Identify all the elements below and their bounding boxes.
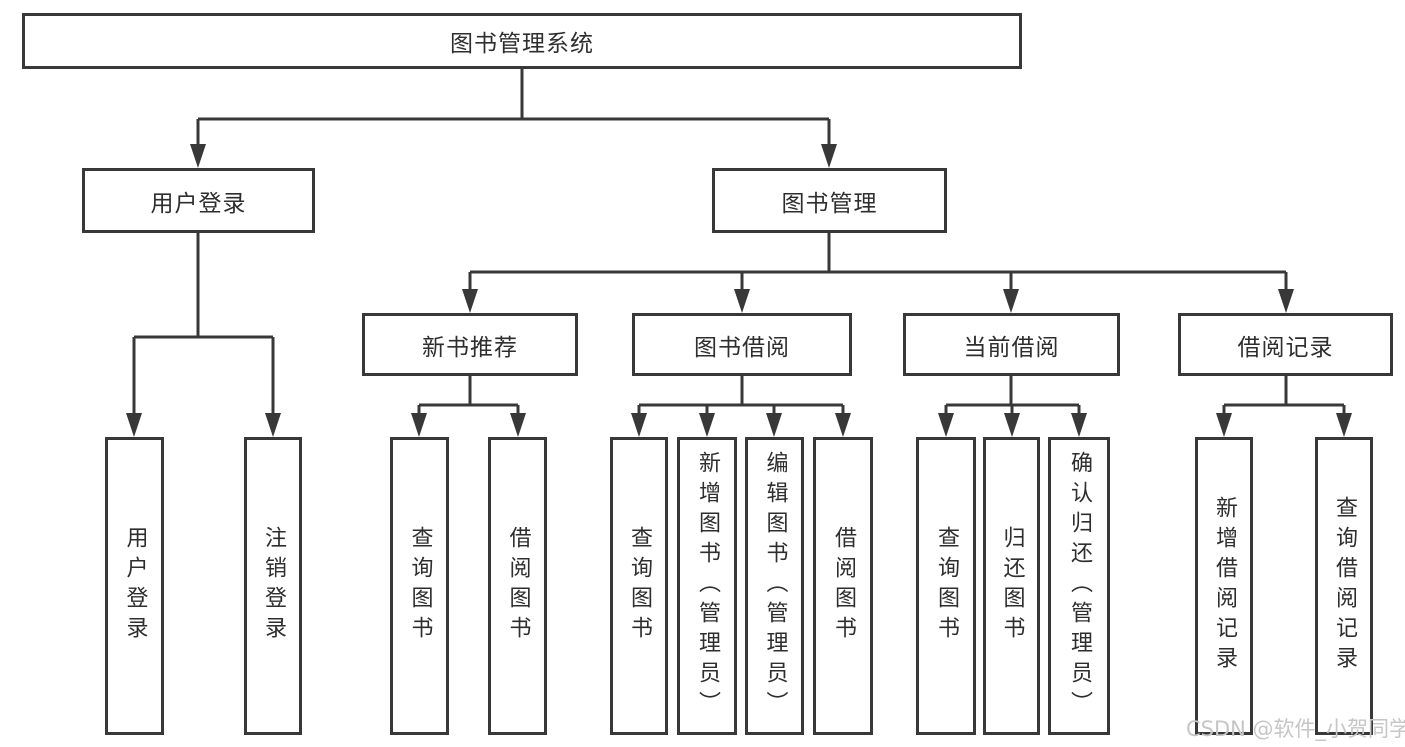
- leaf-user-login: 用户登录: [105, 437, 164, 735]
- node-label: 查询图书: [407, 526, 433, 646]
- node-borrow-records: 借阅记录: [1178, 313, 1393, 376]
- node-label: 借阅图书: [831, 526, 856, 646]
- node-label: 编辑图书（管理员）: [762, 451, 788, 721]
- leaf-borrow-books-recommend: 借阅图书: [488, 437, 547, 735]
- leaf-query-books: 查询图书: [610, 437, 668, 735]
- leaf-query-books-current: 查询图书: [916, 437, 976, 735]
- node-label: 图书借阅: [694, 334, 790, 361]
- leaf-confirm-return-admin: 确认归还（管理员）: [1048, 437, 1110, 735]
- node-new-book-recommend: 新书推荐: [362, 313, 578, 376]
- node-label: 归还图书: [999, 526, 1025, 646]
- csdn-watermark: CSDN @软件_小贺同学: [1186, 717, 1405, 741]
- leaf-add-books-admin: 新增图书（管理员）: [677, 437, 737, 735]
- node-label: 当前借阅: [963, 334, 1060, 361]
- node-book-management: 图书管理: [712, 168, 947, 233]
- leaf-query-books-recommend: 查询图书: [390, 437, 449, 735]
- leaf-add-borrow-record: 新增借阅记录: [1195, 437, 1253, 735]
- node-label: 确认归还（管理员）: [1067, 451, 1092, 721]
- node-label: 查询图书: [934, 526, 959, 646]
- node-label: 新书推荐: [422, 334, 518, 361]
- leaf-logout: 注销登录: [244, 437, 302, 735]
- node-label: 图书管理系统: [450, 31, 594, 57]
- node-library-management-system: 图书管理系统: [22, 13, 1022, 69]
- node-current-borrow: 当前借阅: [903, 313, 1120, 376]
- node-label: 查询借阅记录: [1332, 496, 1357, 676]
- node-label: 用户登录: [122, 526, 148, 646]
- leaf-borrow-books: 借阅图书: [813, 437, 873, 735]
- node-label: 新增借阅记录: [1212, 496, 1237, 676]
- leaf-query-borrow-record: 查询借阅记录: [1315, 437, 1373, 735]
- node-user-login: 用户登录: [82, 168, 315, 233]
- leaf-return-books: 归还图书: [983, 437, 1040, 735]
- node-label: 查询图书: [627, 526, 652, 646]
- node-label: 借阅记录: [1237, 334, 1334, 361]
- node-label: 借阅图书: [505, 526, 531, 646]
- node-label: 图书管理: [781, 190, 878, 217]
- node-label: 注销登录: [261, 526, 286, 646]
- node-label: 新增图书（管理员）: [695, 451, 720, 721]
- node-book-borrow: 图书借阅: [632, 313, 852, 376]
- leaf-edit-books-admin: 编辑图书（管理员）: [745, 437, 804, 735]
- node-label: 用户登录: [150, 190, 247, 217]
